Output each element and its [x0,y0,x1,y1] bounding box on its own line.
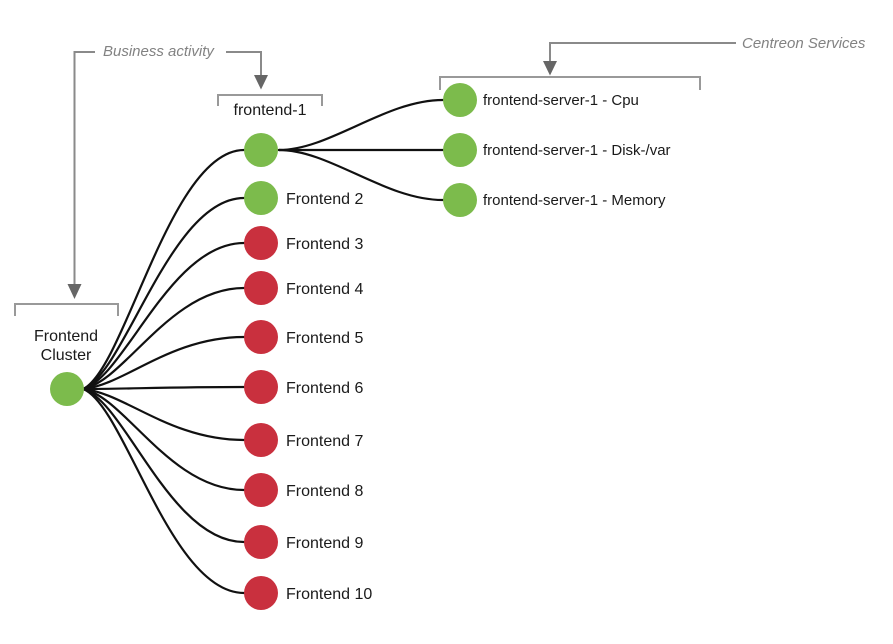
frontend-cluster-label-line2: Cluster [41,347,92,364]
edge-cluster-to-frontend-2 [81,196,246,391]
frontend-9-label: Frontend 9 [286,535,363,552]
business-activity-connector-right [226,51,262,75]
node-frontend-6 [244,370,278,404]
arrow-down-icon [254,75,268,90]
node-frontend-2 [244,181,278,215]
frontend-8-label: Frontend 8 [286,483,363,500]
service-memory-label: frontend-server-1 - Memory [483,192,666,209]
frontend-cluster-label-line1: Frontend [34,328,98,345]
labels: Frontend Cluster frontend-1 Frontend 2 F… [34,92,671,603]
edge-cluster-to-frontend-5 [81,335,246,391]
centreon-services-connector [549,42,736,61]
node-service-memory [443,183,477,217]
frontend-7-label: Frontend 7 [286,433,363,450]
business-activity-label: Business activity [103,43,215,60]
bracket-frontend-cluster [14,303,119,316]
edge-frontend-1-to-cpu [277,98,445,152]
centreon-services-label: Centreon Services [742,35,866,52]
node-frontend-8 [244,473,278,507]
edge-cluster-to-frontend-4 [81,286,246,391]
bracket-frontend-1 [217,94,323,106]
frontend-4-label: Frontend 4 [286,281,363,298]
frontend-6-label: Frontend 6 [286,380,363,397]
node-service-cpu [443,83,477,117]
node-frontend-3 [244,226,278,260]
arrow-down-icon [543,61,557,76]
frontend-3-label: Frontend 3 [286,236,363,253]
frontend-5-label: Frontend 5 [286,330,363,347]
edge-cluster-to-frontend-8 [81,387,246,492]
node-frontend-4 [244,271,278,305]
bracket-centreon-services [439,76,701,90]
node-frontend-9 [244,525,278,559]
business-activity-connector-left [73,51,95,284]
node-service-disk [443,133,477,167]
node-frontend-10 [244,576,278,610]
frontend-1-caption: frontend-1 [234,102,307,119]
edge-cluster-to-frontend-3 [81,241,246,391]
edge-cluster-to-frontend-6 [81,385,246,391]
nodes [50,83,477,610]
service-disk-label: frontend-server-1 - Disk-/var [483,142,671,159]
centreon-services-callout: Centreon Services [439,35,866,90]
edge-cluster-to-frontend-9 [81,387,246,544]
edge-cluster-to-frontend-1 [81,148,246,391]
node-frontend-7 [244,423,278,457]
frontend-10-label: Frontend 10 [286,586,372,603]
edge-frontend-1-to-memory [277,148,445,202]
edge-cluster-to-frontend-10 [81,387,246,595]
edge-cluster-to-frontend-7 [81,387,246,442]
node-frontend-cluster [50,372,84,406]
arrow-down-icon [67,284,82,299]
cluster-edges [81,148,246,595]
service-edges [277,98,445,202]
node-frontend-1 [244,133,278,167]
frontend-2-label: Frontend 2 [286,191,363,208]
node-frontend-5 [244,320,278,354]
service-cpu-label: frontend-server-1 - Cpu [483,92,639,109]
business-activity-callout: Business activity [14,43,323,316]
